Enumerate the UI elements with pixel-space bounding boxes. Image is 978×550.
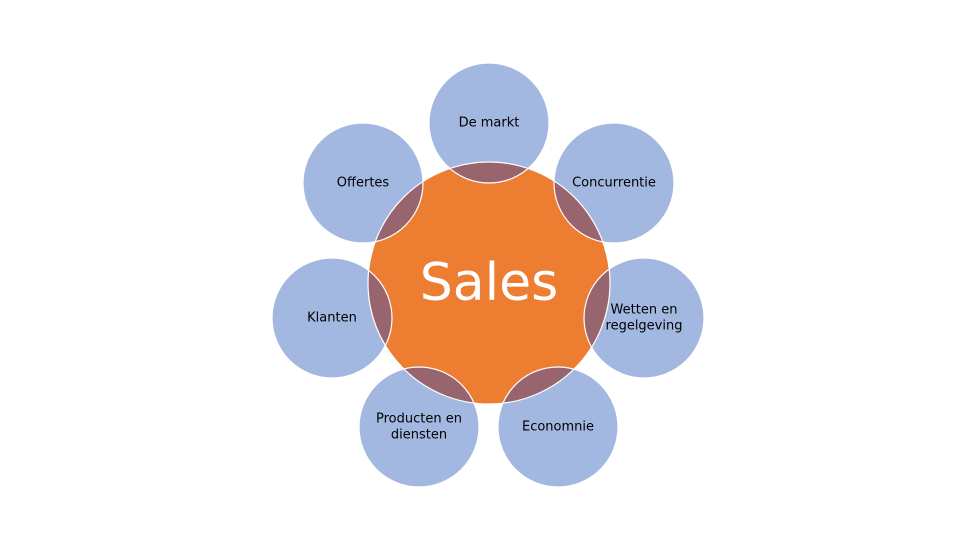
satellite-label-offertes: Offertes [337, 176, 390, 191]
satellite-outline-offertes [302, 122, 424, 244]
satellite-outline-klanten [271, 257, 393, 379]
satellite-label-line: Concurrentie [572, 176, 656, 191]
satellite-label-line: De markt [459, 116, 520, 131]
satellite-label-line: Klanten [307, 311, 357, 326]
satellite-outline-de-markt [428, 62, 550, 184]
satellite-circle-klanten [272, 258, 392, 378]
satellite-label-line: diensten [391, 428, 447, 443]
satellite-label-klanten: Klanten [307, 311, 357, 326]
satellite-label-de-markt: De markt [459, 116, 520, 131]
satellite-circle-wetten-en-regelgeving [584, 258, 704, 378]
satellite-circle-de-markt [429, 63, 549, 183]
center-circle-group [368, 162, 610, 404]
satellite-label-line: Offertes [337, 176, 390, 191]
satellite-outline-wetten-en-regelgeving [583, 257, 705, 379]
satellite-outline-economnie [497, 366, 619, 488]
satellite-label-economnie: Economnie [522, 420, 594, 435]
center-circle [368, 162, 610, 404]
overlap-concurrentie [554, 162, 610, 243]
satellite-label-line: Wetten en [611, 303, 678, 318]
satellite-label-line: Economnie [522, 420, 594, 435]
satellite-outline-concurrentie [553, 122, 675, 244]
satellite-label-concurrentie: Concurrentie [572, 176, 656, 191]
center-label: Sales [420, 253, 558, 313]
circle-outlines [271, 62, 705, 488]
satellite-outline-producten-en-diensten [358, 366, 480, 488]
center-outline [367, 161, 611, 405]
satellite-label-line: Producten en [376, 412, 462, 427]
overlap-offertes [368, 162, 423, 243]
satellite-label-line: regelgeving [606, 319, 683, 334]
